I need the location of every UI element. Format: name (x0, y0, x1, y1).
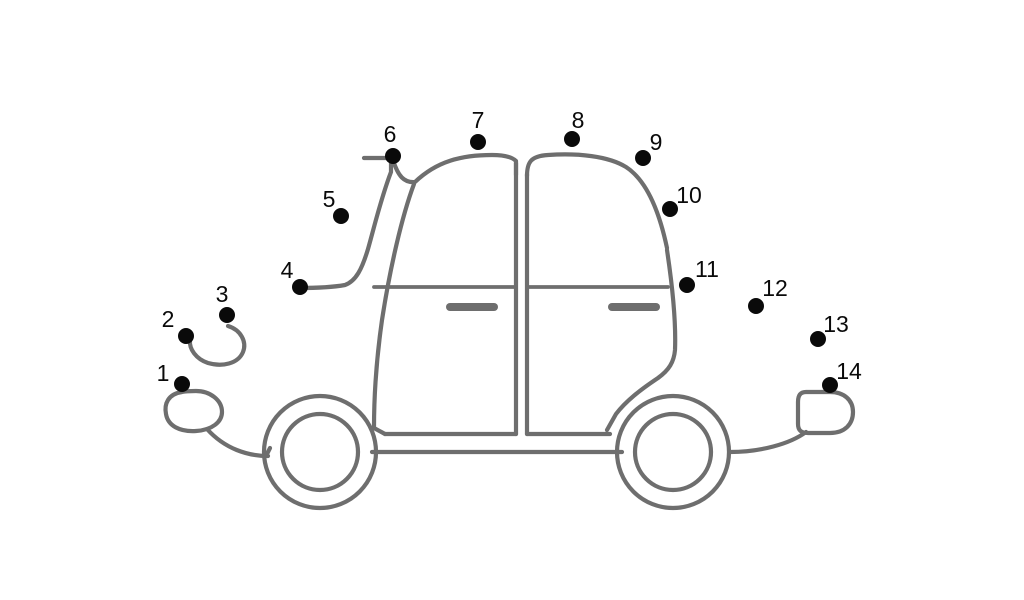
dot-marker-13[interactable] (810, 331, 826, 347)
dot-marker-1[interactable] (174, 376, 190, 392)
dot-marker-4[interactable] (292, 279, 308, 295)
dot-number-7: 7 (472, 107, 485, 133)
dot-marker-7[interactable] (470, 134, 486, 150)
dot-number-13: 13 (823, 311, 849, 337)
dot-number-14: 14 (836, 358, 862, 384)
rear-bumper-connector (727, 429, 809, 455)
front-bumper-connector (204, 426, 271, 459)
dot-point-11[interactable]: 11 (679, 256, 719, 293)
front-wheel-rim (279, 411, 361, 493)
dot-point-6[interactable]: 6 (384, 121, 401, 164)
dot-number-4: 4 (281, 257, 294, 283)
dot-point-2[interactable]: 2 (162, 306, 194, 344)
front-door-roof-curve (390, 152, 519, 185)
dot-point-13[interactable]: 13 (810, 311, 849, 347)
dot-point-9[interactable]: 9 (635, 129, 662, 166)
dot-marker-11[interactable] (679, 277, 695, 293)
dot-point-8[interactable]: 8 (564, 107, 584, 147)
dot-number-1: 1 (157, 360, 170, 386)
dot-point-12[interactable]: 12 (748, 275, 788, 314)
dot-marker-10[interactable] (662, 201, 678, 217)
rear-wheel-rim (632, 411, 714, 493)
front-headlight-blob (163, 388, 225, 434)
dot-point-3[interactable]: 3 (216, 281, 235, 323)
dot-number-9: 9 (650, 129, 663, 155)
dot-number-12: 12 (762, 275, 788, 301)
dot-marker-8[interactable] (564, 131, 580, 147)
dot-point-5[interactable]: 5 (323, 186, 349, 224)
dot-marker-2[interactable] (178, 328, 194, 344)
dot-point-7[interactable]: 7 (470, 107, 486, 150)
dot-number-6: 6 (384, 121, 397, 147)
front-wheel-tyre (261, 393, 379, 511)
car-outline-group (163, 152, 856, 511)
dot-number-8: 8 (572, 107, 585, 133)
front-door-handle (446, 303, 498, 311)
dot-number-11: 11 (695, 256, 719, 282)
dot-marker-9[interactable] (635, 150, 651, 166)
dot-number-3: 3 (216, 281, 229, 307)
dot-marker-3[interactable] (219, 307, 235, 323)
hood-and-windshield-line (296, 155, 394, 291)
rear-body-outer-curve (604, 247, 678, 433)
side-mirror-hook (187, 323, 247, 367)
dot-marker-14[interactable] (822, 377, 838, 393)
dot-number-2: 2 (162, 306, 175, 332)
dot-point-4[interactable]: 4 (281, 257, 308, 295)
rear-door-roof-curve (524, 152, 670, 251)
dot-point-14[interactable]: 14 (822, 358, 862, 393)
rear-door-handle (608, 303, 660, 311)
dot-marker-6[interactable] (385, 148, 401, 164)
dot-number-10: 10 (676, 182, 702, 208)
front-door-front-edge (371, 181, 417, 437)
dot-point-1[interactable]: 1 (157, 360, 190, 392)
dot-marker-5[interactable] (333, 208, 349, 224)
dot-marker-12[interactable] (748, 298, 764, 314)
rear-taillight-block (795, 389, 856, 436)
dot-number-5: 5 (323, 186, 336, 212)
dot-point-10[interactable]: 10 (662, 182, 702, 217)
